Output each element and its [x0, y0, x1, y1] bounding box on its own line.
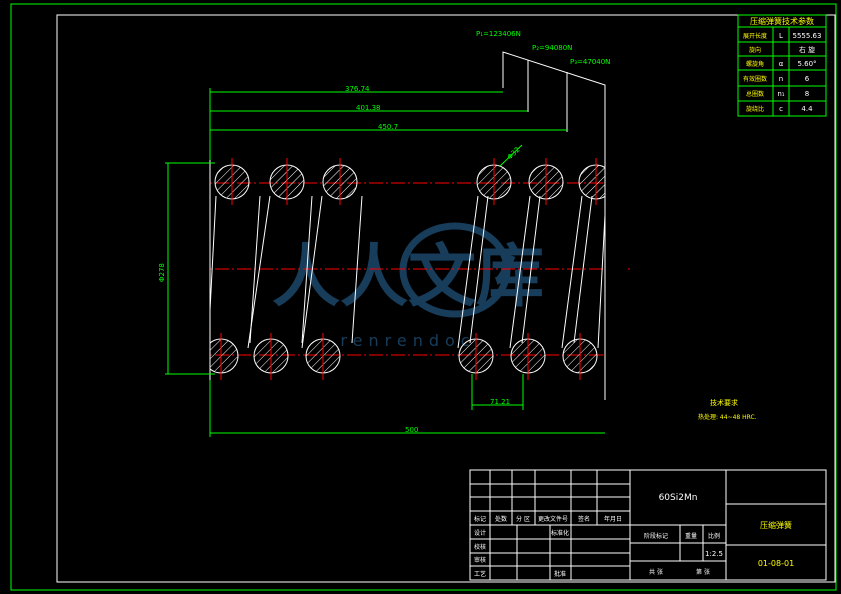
header-label: 处数 [495, 515, 507, 523]
param-symbol: α [779, 60, 784, 68]
param-value: 4.4 [801, 105, 813, 113]
param-value: 右 旋 [799, 45, 815, 54]
param-value: 6 [805, 75, 810, 83]
center-marks [220, 158, 597, 380]
force-p2: P₂=94080N [532, 44, 572, 52]
dimension-lines [165, 88, 605, 437]
header-label: 标记 [474, 515, 486, 523]
std-label: 标准化 [551, 529, 569, 537]
drawing-number: 01-08-01 [758, 559, 794, 568]
outer-border [10, 3, 837, 591]
role-label: 校核 [474, 543, 486, 551]
role-label: 工艺 [474, 570, 486, 578]
stage-label: 阶段标记 [644, 532, 668, 540]
param-name: 总圈数 [746, 90, 764, 98]
scale-label: 比例 [708, 532, 720, 540]
scale-value: 1:2.5 [705, 550, 723, 558]
header-label: 分 区 [516, 515, 530, 523]
params-rows: 展开长度 L 5555.63 旋向 右 旋 螺旋角 α 5.60° 有效圈数 n… [743, 32, 821, 113]
param-name: 螺旋角 [746, 60, 764, 68]
role-label: 审核 [474, 556, 486, 564]
revision-header: 标记 处数 分 区 更改文件号 签名 年月日 [474, 515, 622, 523]
dim-height: Φ278 [158, 263, 166, 282]
dim-d1: 376.74 [345, 85, 370, 93]
header-label: 年月日 [604, 515, 622, 523]
param-symbol: L [779, 32, 783, 40]
watermark: 人人文库 renrendoc [272, 222, 544, 350]
dim-pitch: 71.21 [490, 398, 510, 406]
role-label: 设计 [474, 529, 486, 537]
params-title: 压缩弹簧技术参数 [750, 16, 814, 26]
sheets-total: 共 张 [649, 568, 663, 576]
param-symbol: n [779, 75, 783, 83]
dim-d2: 401.38 [356, 104, 381, 112]
material-label: 60Si2Mn [659, 493, 698, 503]
param-name: 旋绕比 [746, 105, 764, 113]
params-table [737, 14, 827, 117]
param-symbol: n₁ [777, 90, 784, 98]
watermark-cn: 人人文库 [272, 238, 544, 317]
role-labels: 设计 校核 审核 工艺 标准化 批准 [474, 529, 569, 578]
title-block [469, 469, 827, 581]
notes-title: 技术要求 [710, 398, 738, 407]
force-p3: P₃=47040N [570, 58, 610, 66]
part-name: 压缩弹簧 [760, 520, 792, 530]
notes-hardness: 热处理: 44~48 HRC. [698, 413, 757, 421]
approve-label: 批准 [554, 570, 566, 578]
param-name: 旋向 [749, 46, 761, 54]
load-diagram [502, 51, 606, 400]
header-label: 签名 [578, 515, 590, 523]
param-value: 8 [805, 90, 809, 98]
param-value: 5.60° [797, 60, 816, 68]
watermark-en: renrendoc [340, 331, 475, 350]
header-label: 更改文件号 [538, 515, 568, 523]
param-name: 展开长度 [743, 32, 767, 40]
dim-d3: 450.7 [378, 123, 398, 131]
dim-length: 500 [405, 426, 418, 434]
force-p1: P₁=123406N [476, 30, 521, 38]
param-value: 5555.63 [793, 32, 822, 40]
inner-border [56, 14, 836, 583]
coil-lines [207, 195, 607, 349]
param-symbol: c [779, 105, 783, 113]
wire-sections-top [214, 164, 614, 200]
param-name: 有效圈数 [743, 75, 767, 83]
sheet-number: 第 张 [696, 568, 710, 576]
weight-label: 重量 [685, 532, 697, 540]
